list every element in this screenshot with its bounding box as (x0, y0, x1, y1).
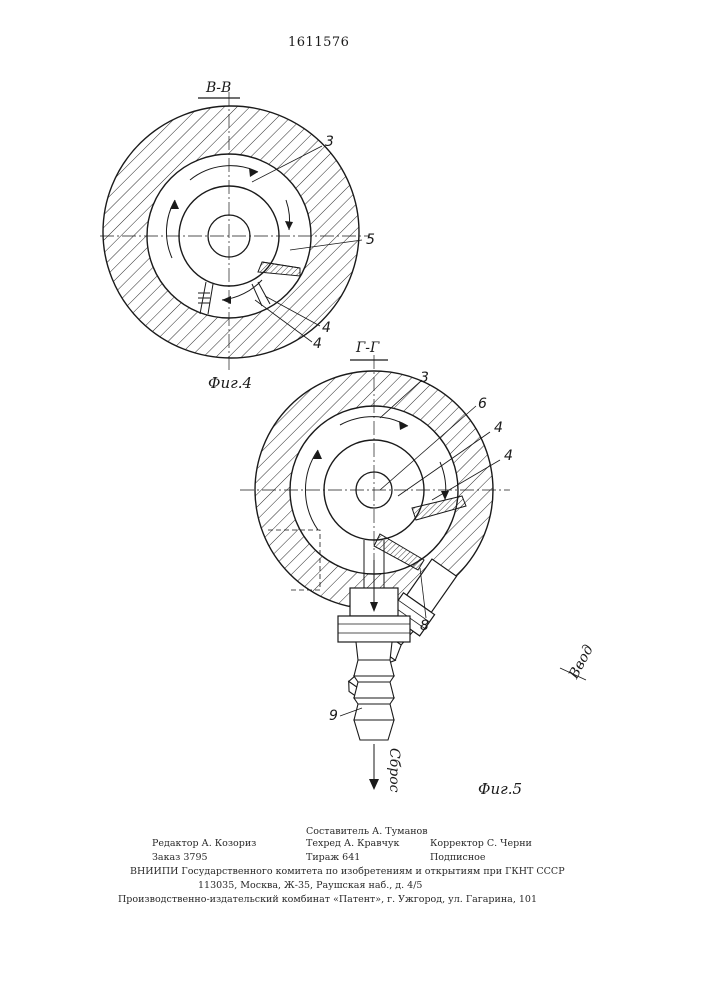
fig5-callout-4a: 4 (494, 420, 503, 436)
fig4-callout-4b: 4 (313, 336, 322, 352)
colophon-techred: Техред А. Кравчук (306, 838, 399, 849)
fig5-section-label: Г-Г (356, 340, 379, 356)
colophon-vniipi: ВНИИПИ Государственного комитета по изоб… (130, 866, 565, 877)
fig5-callout-8: 8 (420, 618, 429, 634)
fig4-caption: Фиг.4 (208, 374, 252, 392)
colophon-subscription: Подписное (430, 852, 486, 863)
fig5-callout-6: 6 (478, 396, 487, 412)
colophon-address: 113035, Москва, Ж-35, Раушская наб., д. … (198, 880, 422, 891)
fig5-callout-9: 9 (329, 708, 338, 724)
fig4-callout-4a: 4 (322, 320, 331, 336)
colophon-editor: Редактор А. Козориз (152, 838, 256, 849)
colophon-order: Заказ 3795 (152, 852, 208, 863)
colophon-corrector: Корректор С. Черни (430, 838, 532, 849)
colophon-circulation: Тираж 641 (306, 852, 360, 863)
fig5-caption: Фиг.5 (478, 780, 522, 798)
fig4-section-label: В-В (206, 80, 231, 96)
patent-number: 1611576 (288, 35, 349, 50)
fig5-callout-4b: 4 (504, 448, 513, 464)
fig5-drawing (240, 355, 586, 790)
fig5-callout-3: 3 (420, 370, 429, 386)
colophon-compiler: Составитель А. Туманов (306, 826, 428, 837)
fig4-callout-3: 3 (325, 134, 334, 150)
outlet-label: Сброс (386, 748, 402, 793)
colophon-publisher: Производственно-издательский комбинат «П… (118, 894, 537, 905)
fig4-callout-5: 5 (366, 232, 375, 248)
